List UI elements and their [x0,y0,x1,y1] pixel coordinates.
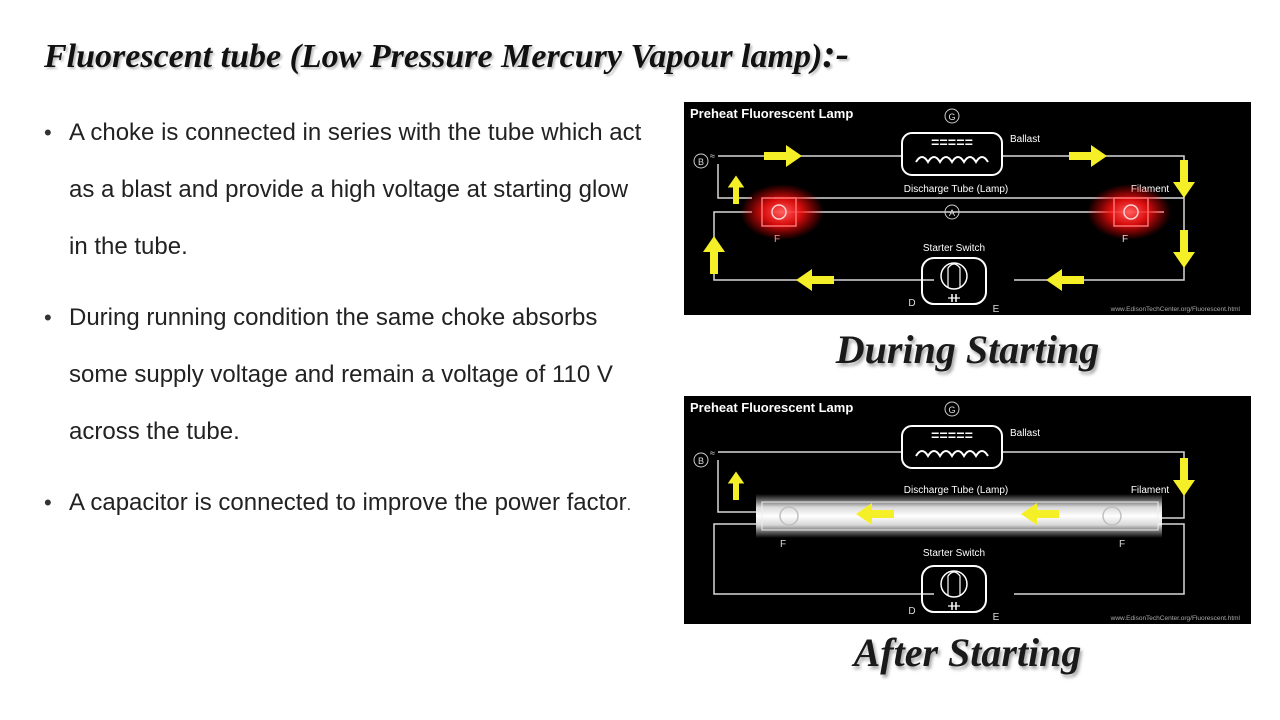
bullet-item: During running condition the same choke … [44,289,644,463]
left-filament-glow [740,184,824,240]
ballast-label: Ballast [1010,134,1040,145]
letter-g-marker [944,108,960,124]
bullet-text: During running condition the same choke … [69,304,613,445]
ballast: ===== Ballast [901,132,1040,176]
circuit-diagram-running: Preheat Fluorescent Lamp ===== Ballast G… [684,396,1251,624]
letter-d: D [908,606,915,617]
bullet-item: A choke is connected in series with the … [44,104,644,278]
diagram-after-starting: Preheat Fluorescent Lamp ===== Ballast G… [684,396,1251,624]
bullet-text: A choke is connected in series with the … [69,119,642,260]
letter-d: D [908,298,915,309]
plug-icon: ≈ [710,448,715,458]
letter-f-left: F [774,234,780,245]
letter-f-right: F [1122,234,1128,245]
letter-g: G [948,112,955,122]
bullet-item: A capacitor is connected to improve the … [44,474,644,534]
circuit-diagram-starting: Preheat Fluorescent Lamp ===== Ballast G… [684,102,1251,315]
ballast-coil: ===== [931,429,973,445]
right-filament-glow [1087,184,1171,240]
letter-a: A [949,208,955,218]
discharge-tube [761,501,1159,531]
ballast-label: Ballast [1010,428,1040,439]
slide-title: Fluorescent tube (Low Pressure Mercury V… [44,30,849,77]
tube-glow [756,494,1162,538]
diagram-during-starting: Preheat Fluorescent Lamp ===== Ballast G… [684,102,1251,315]
ballast: ===== Ballast [901,425,1040,469]
letter-a-marker [944,204,960,220]
caption-during-starting: During Starting [835,327,1100,372]
starter-label: Starter Switch [923,548,985,559]
letter-b-marker [693,153,709,169]
caption-after-starting: After Starting [853,630,1082,675]
letter-g-marker [944,401,960,417]
filament-label: Filament [1131,485,1170,496]
bullet-list: A choke is connected in series with the … [44,104,644,545]
diagram-title: Preheat Fluorescent Lamp [690,400,853,415]
left-filament [761,197,797,227]
letter-b: B [698,157,704,167]
starter-label: Starter Switch [923,243,985,254]
ballast-coil: ===== [931,136,973,152]
right-filament [1113,197,1149,227]
letter-b: B [698,456,704,466]
plug-icon: ≈ [710,151,715,161]
letter-b-marker [693,452,709,468]
starter-switch [921,257,987,305]
letter-g: G [948,405,955,415]
letter-e: E [993,612,1000,623]
bullet-end: . [626,497,632,514]
tube-label: Discharge Tube (Lamp) [904,184,1009,195]
starter-switch [921,565,987,613]
diagram-title: Preheat Fluorescent Lamp [690,106,853,121]
source-url: www.EdisonTechCenter.org/Fluorescent.htm… [1110,306,1241,313]
bullet-text: A capacitor is connected to improve the … [69,489,627,516]
letter-e: E [993,304,1000,315]
slide-title-text: Fluorescent tube (Low Pressure Mercury V… [44,38,823,75]
tube-label: Discharge Tube (Lamp) [904,485,1009,496]
letter-f-left: F [780,539,786,550]
letter-f-right: F [1119,539,1125,550]
slide-title-suffix: :- [822,31,849,76]
source-url: www.EdisonTechCenter.org/Fluorescent.htm… [1110,615,1241,622]
